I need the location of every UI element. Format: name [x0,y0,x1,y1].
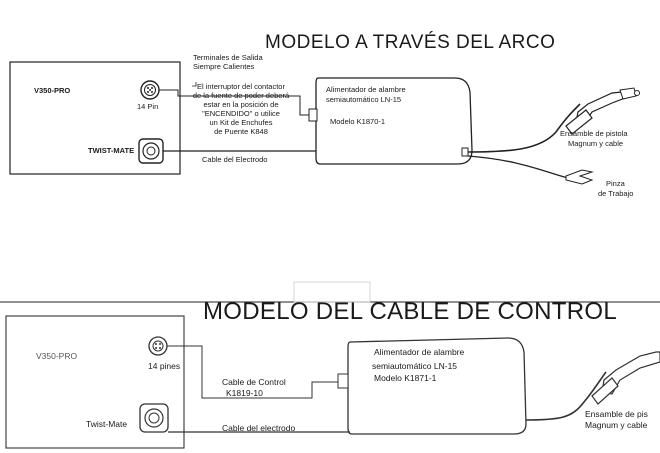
bottom-welding-gun-icon [591,351,660,405]
top-feeder-model: Modelo K1870-1 [330,117,386,126]
top-gun-line-1: Ensamble de pistola [560,129,628,138]
top-machine-box [9,61,181,175]
bottom-gun-line-2: Magnum y cable [585,420,648,430]
terminals-line-1: Terminales de Salida [193,53,263,62]
top-pin-label: 14 Pin [137,102,159,111]
top-twist-mate-label: TWIST-MATE [88,146,135,155]
bottom-feeder-model: Modelo K1871-1 [374,373,437,383]
note-line-5: un Kit de Enchufes [209,118,273,127]
top-gun-line-2: Magnum y cable [568,139,624,148]
bottom-machine-label: V350-PRO [36,351,78,361]
bottom-feeder-line-2: semiautomático LN-15 [372,361,458,371]
top-machine-label: V350-PRO [34,86,71,95]
top-welding-gun-icon [565,87,640,135]
top-electrode-cable-label: Cable del Electrodo [202,155,268,164]
bottom-feeder-box [347,337,527,435]
control-cable-line-2: K1819-10 [226,388,263,398]
note-line-6: de Puente K848 [214,127,268,136]
bottom-twist-mate-connector-icon [139,403,169,433]
top-14-pin-connector-icon [140,80,160,100]
note-line-4: "ENCENDIDO" o utilice [202,109,280,118]
bottom-gun-line-1: Ensamble de pis [585,409,648,419]
top-feeder-line-2: semiautomático LN-15 [326,95,402,104]
bottom-14-pin-connector-icon [148,336,168,356]
note-line-2: de la fuente de poder deberá [192,91,290,100]
top-work-clamp-icon [565,169,594,185]
bottom-title: MODELO DEL CABLE DE CONTROL [203,298,617,325]
bottom-electrode-cable-label: Cable del electrodo [222,423,296,433]
note-line-3: estar en la posición de [203,100,279,109]
control-cable-line-1: Cable de Control [222,377,286,387]
top-clamp-line-1: Pinza [606,179,625,188]
top-clamp-line-2: de Trabajo [598,189,634,198]
bottom-feeder-line-1: Alimentador de alambre [374,347,465,357]
top-title: MODELO A TRAVÉS DEL ARCO [265,32,556,53]
top-feeder-box [315,77,473,165]
top-twist-mate-connector-icon [138,138,164,164]
top-feeder-line-1: Alimentador de alambre [326,85,406,94]
terminals-line-2: Siempre Calientes [193,62,255,71]
note-line-1: El interruptor del contactor [197,82,285,91]
bottom-pin-label: 14 pines [148,361,181,371]
bottom-twist-mate-label: Twist-Mate [86,419,128,429]
bottom-machine-box [5,315,185,449]
